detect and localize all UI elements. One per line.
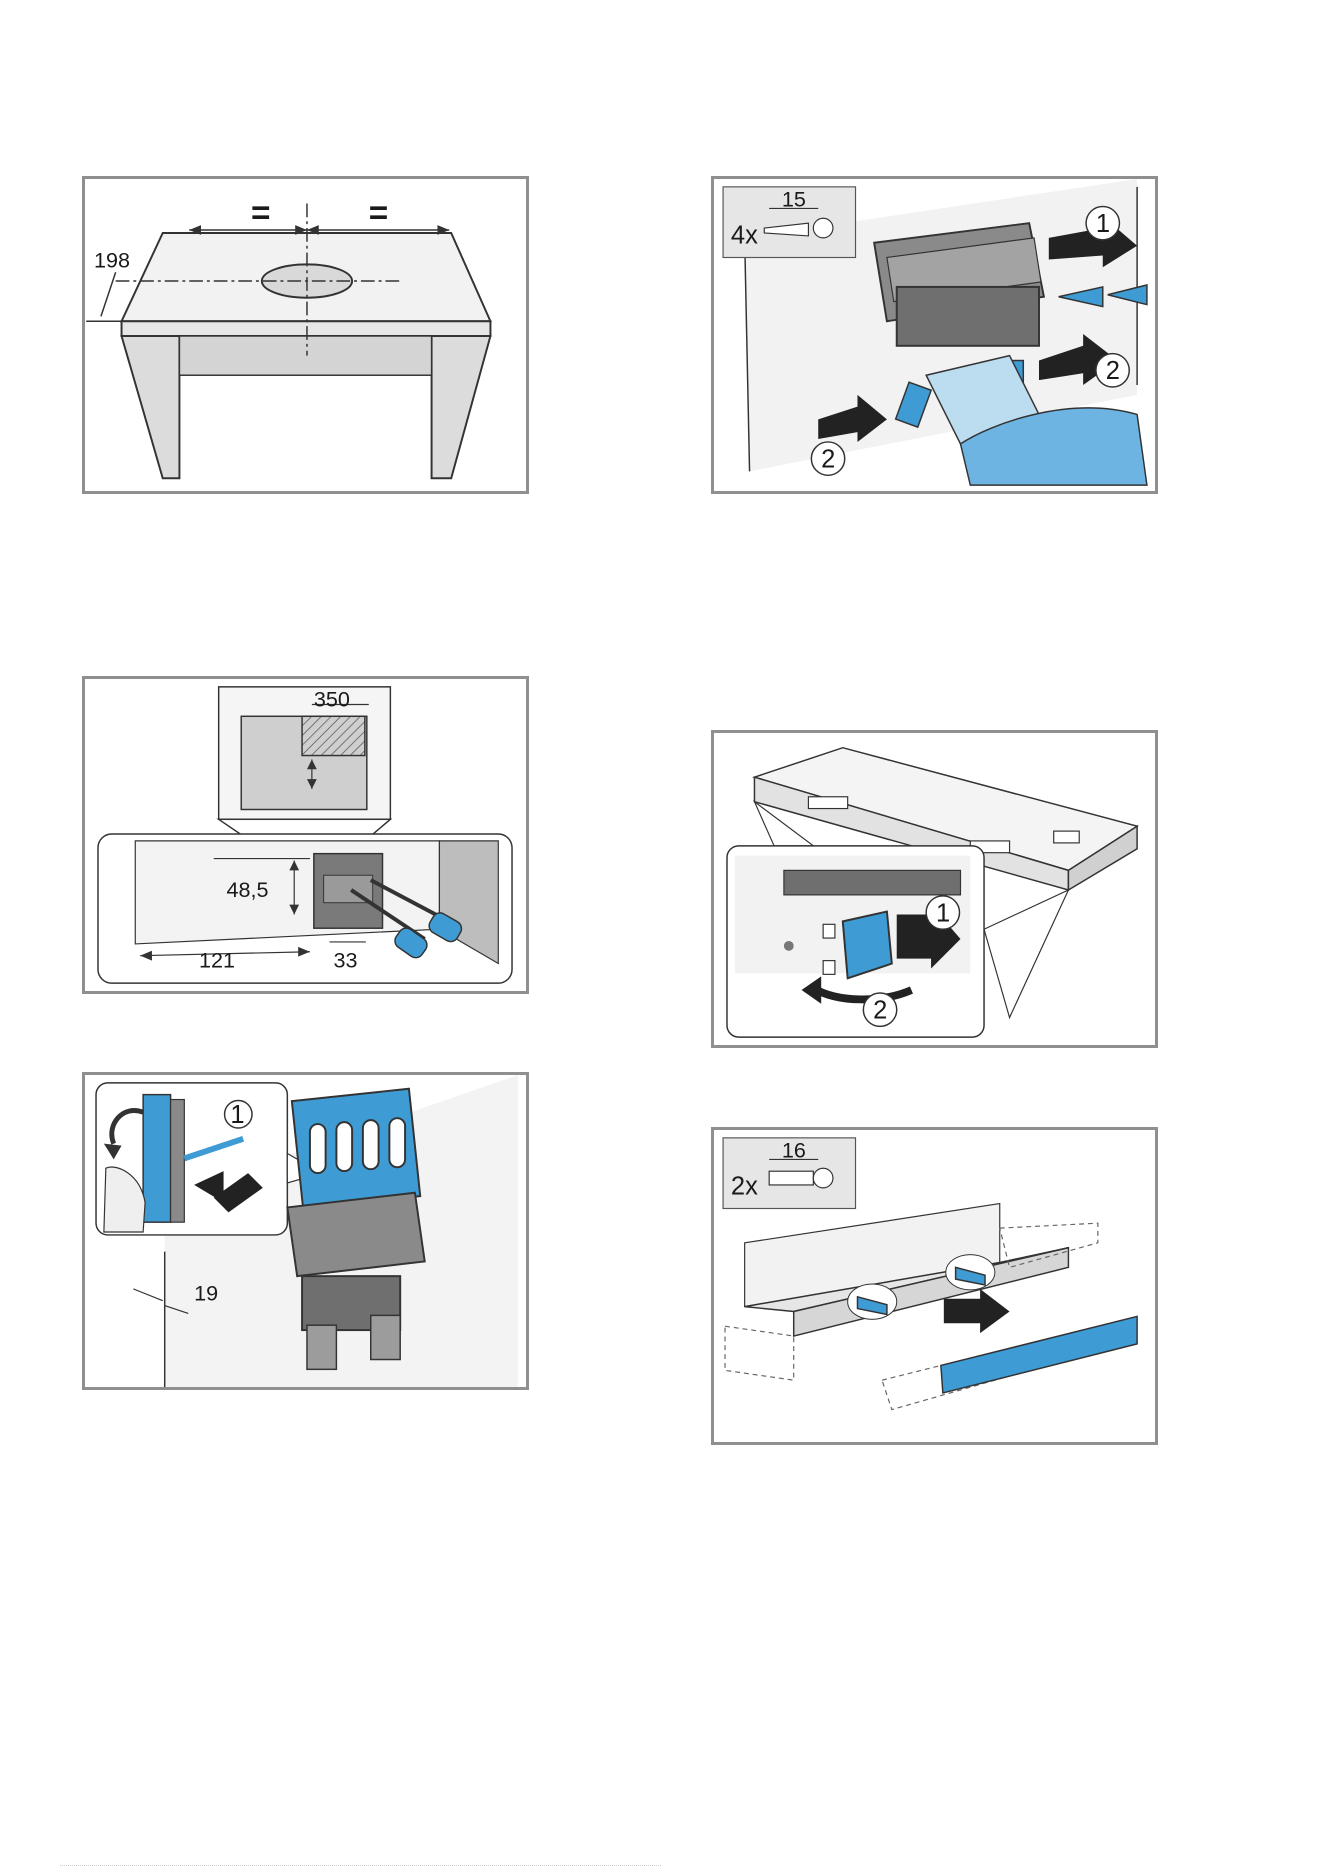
width-label: 350 <box>314 686 350 711</box>
spacing-label: 33 <box>333 947 357 972</box>
figure-1-cabinet-cutout: = = 198 <box>82 176 529 494</box>
figure-2-mounting-dimensions: 350 48,5 121 33 <box>82 676 529 994</box>
figure-3-bracket-release: 1 19 <box>82 1072 529 1390</box>
depth-label: 198 <box>94 247 130 272</box>
step-2-marker-left: 2 <box>821 445 835 473</box>
figure-5-clip-attach: 1 2 <box>711 730 1158 1048</box>
screw-length-label: 16 <box>782 1137 806 1162</box>
height-label: 48,5 <box>227 877 269 902</box>
step-2-marker: 2 <box>873 997 887 1025</box>
screw-length-label: 15 <box>782 186 806 211</box>
fixing-illustration: 15 4x 1 2 2 <box>714 179 1155 491</box>
equal-left-label: = <box>251 195 270 232</box>
screw-count-label: 4x <box>731 222 758 250</box>
cabinet-illustration: = = 198 <box>85 179 526 491</box>
figure-6-trim-strip: 16 2x <box>711 1127 1158 1445</box>
offset-label: 121 <box>199 947 235 972</box>
footer-rule <box>60 1865 662 1866</box>
step-1-marker: 1 <box>230 1101 244 1129</box>
thickness-label: 19 <box>194 1281 218 1306</box>
screw-count-label: 2x <box>731 1173 758 1201</box>
step-2-marker-right: 2 <box>1106 357 1120 385</box>
step-1-marker: 1 <box>1096 210 1110 238</box>
mounting-illustration: 350 48,5 121 33 <box>85 679 526 991</box>
figure-4-fixing-screws: 15 4x 1 2 2 <box>711 176 1158 494</box>
hood-illustration: 1 2 <box>714 733 1155 1045</box>
bracket-illustration: 1 19 <box>85 1075 526 1387</box>
step-1-marker: 1 <box>936 899 950 927</box>
trim-illustration: 16 2x <box>714 1130 1155 1442</box>
equal-right-label: = <box>369 195 388 232</box>
